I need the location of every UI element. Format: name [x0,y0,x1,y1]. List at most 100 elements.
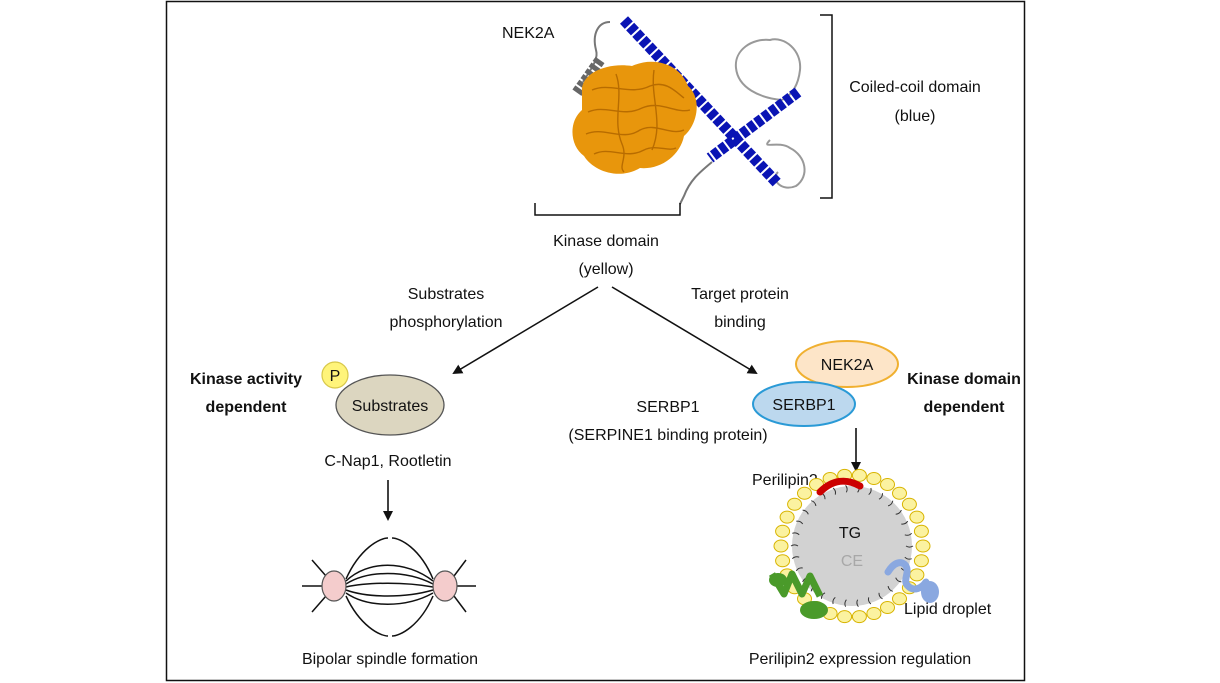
phosphate-label: P [330,368,341,385]
substrates-ellipse [335,374,445,436]
coiled-coil-helix-2 [706,87,802,163]
phospholipid-tail [802,509,809,515]
droplet-core [792,486,912,606]
target-protein-binding-label: Target protein [691,286,789,303]
kinase-domain-blob [572,61,697,174]
phospholipid-tail [904,556,912,560]
phospholipid-head [909,568,925,582]
phospholipid-tail [887,500,894,507]
kinase-domain-color-label: (yellow) [578,261,633,278]
phospholipid-head [851,610,867,624]
arrow-to-substrates [452,286,599,375]
phospholipid-tail [845,484,848,493]
spindle-pole-left [321,570,347,602]
bipolar-spindle-formation-label: Bipolar spindle formation [302,651,478,668]
phospholipid-tail [796,520,804,525]
phospholipid-head [797,486,812,500]
phospholipid-tail [820,592,826,599]
phospholipid-head [775,524,791,538]
phospholipid-head [915,539,931,553]
structure-loop-right-lower [766,139,806,189]
phospholipid-tails [790,484,914,608]
bipolar-spindle [302,537,476,637]
phospholipid-head [866,472,882,485]
phospholipid-head [851,468,867,482]
kinase-bracket [534,203,681,216]
perilipin2-regulation-label: Perilipin2 expression regulation [749,651,971,668]
phospholipid-head [775,554,791,568]
blue-membrane-protein [884,559,930,593]
perilipin2-label: Perilipin2 [752,472,818,489]
phospholipid-head [880,478,895,491]
phospholipid-tail [895,509,902,515]
serbp1-ellipse [752,381,856,427]
serbp1-full-name-label: (SERPINE1 binding protein) [568,427,767,444]
serbp1-name-label: SERBP1 [636,399,699,416]
phospholipid-tail [901,520,909,525]
phospholipid-head [892,486,907,500]
kinase-domain-dependent-label: Kinase domain [907,371,1021,388]
kinase-domain-texture [585,69,691,173]
phospholipid-head [880,601,895,614]
phospholipid-head [787,497,803,511]
structure-loop-right-upper [734,38,802,101]
coiled-coil-helix-1 [619,16,783,188]
phospholipid-tail [790,544,799,547]
phospholipid-tail [867,597,872,605]
substrates-phosphorylation-label-2: phosphorylation [390,314,503,331]
phospholipid-head [779,510,795,524]
phospholipid-tail [792,532,800,536]
nek2a-ellipse [795,340,899,388]
green-protein-domain-1 [769,573,787,587]
nek2a-structure-label: NEK2A [502,25,555,42]
phosphate-circle [321,361,349,389]
phospholipid-head [892,592,907,606]
phospholipid-tail [791,556,800,560]
substrate-examples-label: C-Nap1, Rootletin [324,453,451,470]
coiled-coil-color-label: (blue) [895,108,936,125]
ce-label: CE [841,553,863,570]
target-protein-binding-label-2: binding [714,314,766,331]
phospholipid-tail [904,532,913,536]
tg-label: TG [839,525,861,542]
phospholipid-head [773,539,789,553]
phospholipid-tail [878,493,884,500]
phospholipid-tail [878,592,883,600]
kinase-activity-dependent-label: Kinase activity [190,371,302,388]
phospholipid-head [913,554,929,568]
blue-protein-domain [921,581,939,603]
perilipin2-protein [816,477,864,496]
kinase-domain-dependent-label-2: dependent [924,399,1006,416]
substrates-label: Substrates [352,398,428,415]
substrates-phosphorylation-label: Substrates [408,286,484,303]
arrow-to-target-binding [611,286,758,375]
phospholipid-head [866,607,882,620]
phospholipid-head [909,510,925,524]
phospholipid-tail [895,577,902,583]
lipid-droplet: TG CE [768,468,939,624]
phospholipid-tail [832,487,837,495]
phospholipid-tail [856,599,859,608]
kinase-activity-dependent-label-2: dependent [206,399,288,416]
phospholipid-tail [844,599,847,607]
phospholipid-tail [795,567,803,572]
green-membrane-protein [768,570,824,598]
coiled-coil-bracket [820,14,833,199]
spindle-pole-right [432,570,458,602]
phospholipid-head [901,497,917,511]
phospholipid-tail [868,487,872,495]
green-protein-domain-2 [800,601,828,619]
phospholipid-head [913,524,929,538]
phospholipid-tail [832,597,836,605]
kinase-domain-label: Kinase domain [553,233,659,250]
serbp1-ellipse-label: SERBP1 [772,397,835,414]
phospholipid-tail [811,500,817,507]
structure-tail [679,161,713,205]
phospholipid-head [837,610,853,624]
nek2a-ellipse-label: NEK2A [821,357,874,374]
coiled-coil-label: Coiled-coil domain [849,79,981,96]
figure-frame [165,0,1026,682]
phospholipid-tail [887,585,893,592]
nek2a-structure [571,16,806,205]
